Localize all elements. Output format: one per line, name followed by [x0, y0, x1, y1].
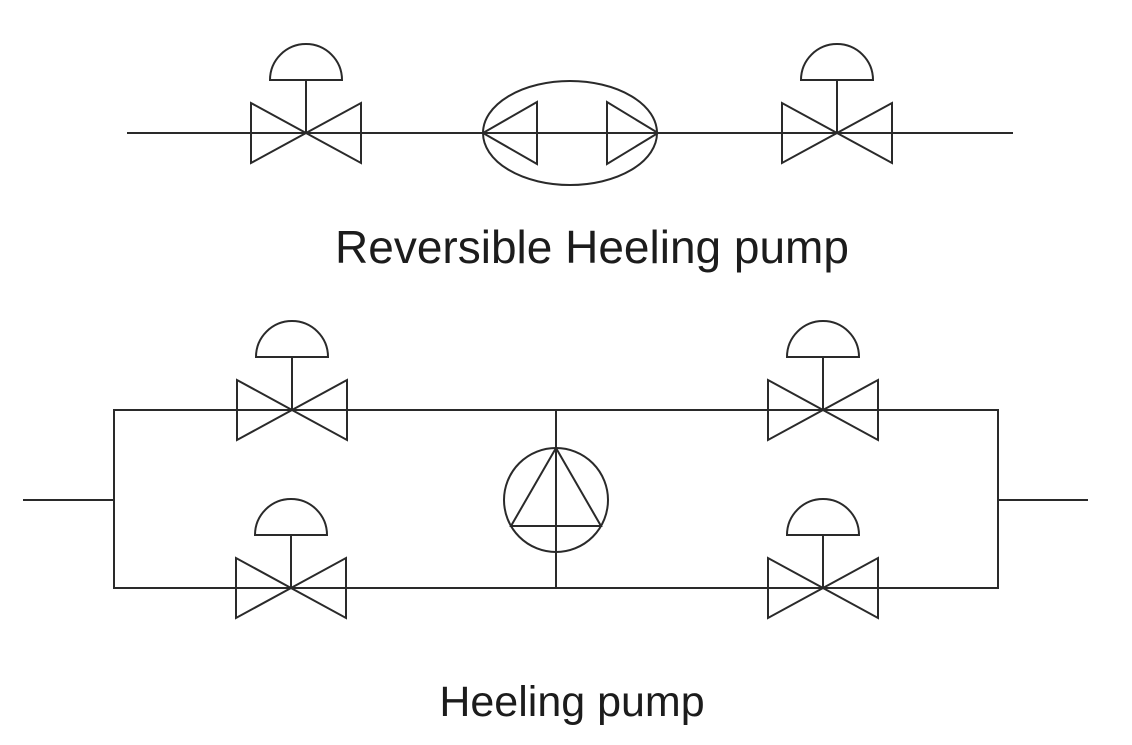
heeling-pump-diagram: Heeling pump: [23, 320, 1088, 726]
bottom-diagram-label: Heeling pump: [439, 678, 704, 726]
actuated-valve-icon: [235, 498, 347, 619]
actuated-valve-icon: [767, 498, 879, 619]
actuated-valve-icon: [781, 43, 893, 164]
actuated-valve-icon: [236, 320, 348, 441]
reversible-pump-icon: [480, 80, 660, 186]
top-diagram-label: Reversible Heeling pump: [335, 221, 849, 273]
pump-icon: [503, 445, 609, 553]
actuated-valve-icon: [767, 320, 879, 441]
actuated-valve-icon: [250, 43, 362, 164]
reversible-heeling-pump-diagram: Reversible Heeling pump: [127, 43, 1013, 273]
